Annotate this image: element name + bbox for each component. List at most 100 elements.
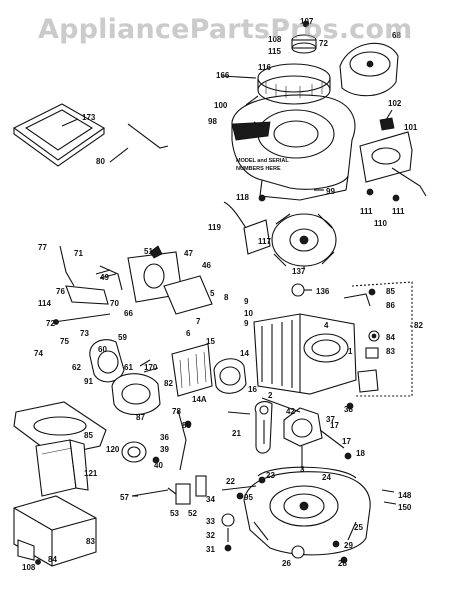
label-6: 6 bbox=[186, 329, 191, 338]
bolt-111a bbox=[366, 188, 374, 196]
label-116: 116 bbox=[258, 63, 271, 72]
screw-107 bbox=[302, 20, 310, 28]
label-57: 57 bbox=[120, 493, 129, 502]
label-100: 100 bbox=[214, 101, 228, 110]
label-4: 4 bbox=[324, 321, 329, 330]
label-88: 88 bbox=[182, 421, 191, 430]
label-137: 137 bbox=[292, 267, 306, 276]
washer-95 bbox=[236, 492, 244, 500]
muffler bbox=[359, 117, 427, 197]
label-17: 17 bbox=[330, 421, 339, 430]
seal-136 bbox=[291, 283, 305, 297]
label-38: 38 bbox=[344, 405, 353, 414]
bolt-38 bbox=[346, 402, 354, 410]
label-9: 9 bbox=[244, 297, 249, 306]
label-53: 53 bbox=[170, 509, 179, 518]
label-115: 115 bbox=[268, 47, 281, 56]
label-51: 51 bbox=[144, 247, 153, 256]
label-166: 166 bbox=[216, 71, 230, 80]
label-47: 47 bbox=[184, 249, 193, 258]
fuel-tank-cap-bracket bbox=[13, 401, 107, 457]
label-18: 18 bbox=[356, 449, 365, 458]
label-119: 119 bbox=[208, 223, 221, 232]
label-98: 98 bbox=[208, 117, 217, 126]
fuel-tank-base bbox=[13, 495, 97, 567]
label-95: 95 bbox=[244, 493, 253, 502]
throttle-parts bbox=[343, 281, 413, 397]
reed-plate bbox=[171, 343, 213, 397]
label-24: 24 bbox=[322, 473, 331, 482]
label-16: 16 bbox=[248, 385, 257, 394]
label-31: 31 bbox=[206, 545, 215, 554]
label-28: 28 bbox=[338, 559, 347, 568]
label-10: 10 bbox=[244, 309, 253, 318]
label-9: 9 bbox=[244, 319, 249, 328]
label-87: 87 bbox=[136, 413, 145, 422]
label-76: 76 bbox=[56, 287, 65, 296]
blower-housing bbox=[231, 94, 356, 201]
gasket-46 bbox=[163, 275, 213, 315]
lever-78 bbox=[177, 409, 187, 471]
label-136: 136 bbox=[316, 287, 330, 296]
label-66: 66 bbox=[124, 309, 133, 318]
label-173: 173 bbox=[82, 113, 96, 122]
flywheel bbox=[271, 213, 337, 267]
washer-40 bbox=[152, 456, 160, 464]
label-2: 2 bbox=[268, 391, 273, 400]
bolt-28 bbox=[340, 556, 348, 564]
rewind-starter bbox=[339, 42, 399, 97]
label-52: 52 bbox=[188, 509, 197, 518]
bracket-53 bbox=[175, 483, 191, 505]
label-29: 29 bbox=[344, 541, 353, 550]
label-74: 74 bbox=[34, 349, 43, 358]
label-22: 22 bbox=[226, 477, 235, 486]
label-107: 107 bbox=[300, 17, 314, 26]
label-34: 34 bbox=[206, 495, 215, 504]
label-110: 110 bbox=[374, 219, 387, 228]
rotating-screen bbox=[257, 63, 331, 105]
label-17: 17 bbox=[342, 437, 351, 446]
label-72: 72 bbox=[319, 39, 328, 48]
dipstick-rod bbox=[127, 123, 169, 149]
label-36: 36 bbox=[160, 433, 169, 442]
fuel-tank bbox=[35, 439, 89, 497]
screw-118 bbox=[258, 194, 266, 202]
gasket-24 bbox=[257, 466, 357, 479]
label-71: 71 bbox=[74, 249, 83, 258]
bolt-111b bbox=[392, 194, 400, 202]
label-118: 118 bbox=[236, 193, 249, 202]
crankshaft bbox=[283, 407, 345, 470]
label-102: 102 bbox=[388, 99, 402, 108]
label-15: 15 bbox=[206, 337, 215, 346]
starter-cup bbox=[291, 34, 317, 54]
note-model-serial-2: NUMBERS HERE bbox=[236, 166, 281, 172]
screw-31 bbox=[224, 544, 232, 552]
label-70: 70 bbox=[110, 299, 119, 308]
label-25: 25 bbox=[354, 523, 363, 532]
label-68: 68 bbox=[392, 31, 401, 40]
label-120: 120 bbox=[106, 445, 120, 454]
linkage-34 bbox=[221, 485, 257, 491]
label-40: 40 bbox=[154, 461, 163, 470]
seal-26 bbox=[291, 545, 305, 559]
label-150: 150 bbox=[398, 503, 412, 512]
connecting-rod bbox=[254, 401, 273, 454]
spring-49 bbox=[95, 269, 117, 279]
air-filter-cover bbox=[12, 103, 106, 167]
label-75: 75 bbox=[60, 337, 69, 346]
fuel-pump bbox=[213, 358, 247, 394]
label-111: 111 bbox=[392, 207, 405, 216]
label-85: 85 bbox=[386, 287, 395, 296]
governor-linkage bbox=[53, 245, 123, 325]
label-46: 46 bbox=[202, 261, 211, 270]
label-108: 108 bbox=[268, 35, 282, 44]
label-148: 148 bbox=[398, 491, 412, 500]
label-82: 82 bbox=[414, 321, 423, 330]
label-84: 84 bbox=[386, 333, 395, 342]
bolt-29 bbox=[332, 540, 340, 548]
rod-57 bbox=[131, 487, 177, 497]
gear-33 bbox=[221, 513, 235, 527]
label-114: 114 bbox=[38, 299, 51, 308]
label-3: 3 bbox=[300, 465, 305, 474]
